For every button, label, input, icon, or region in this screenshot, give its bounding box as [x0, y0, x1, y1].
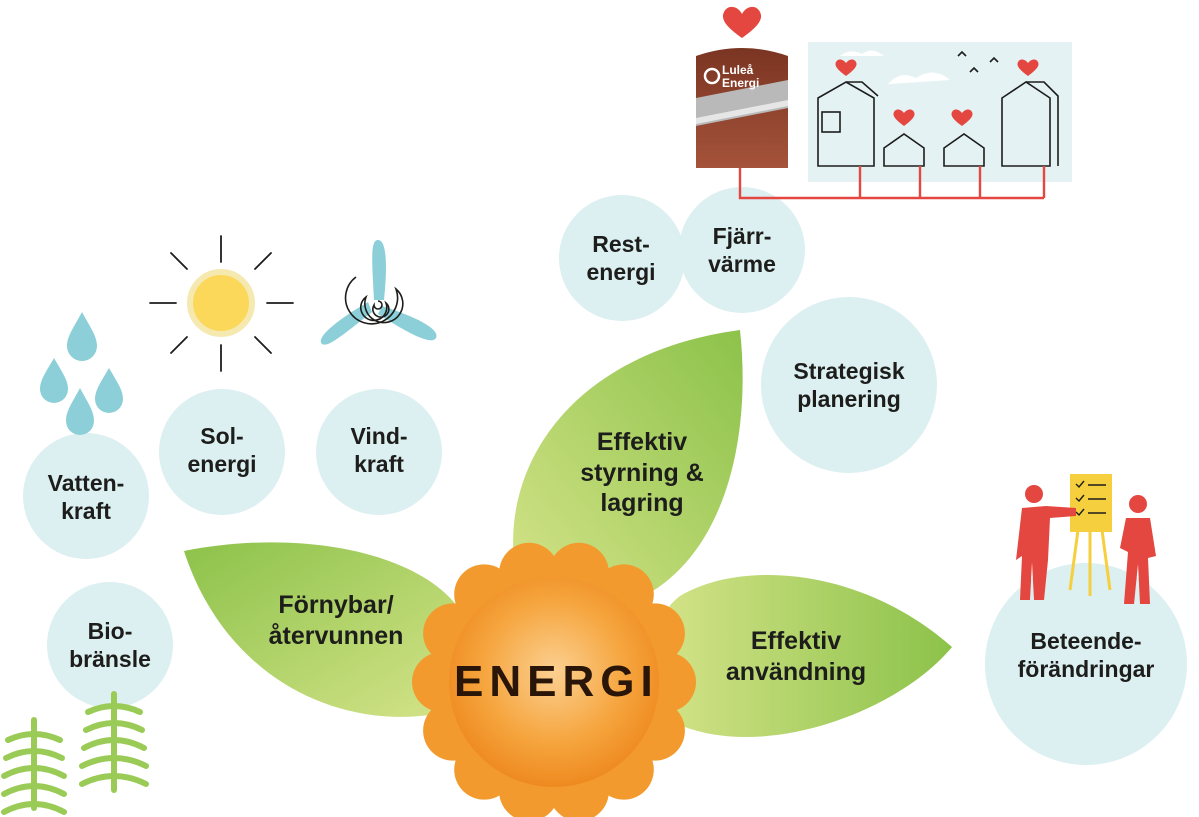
leaf-label-effektiv-anvandning: Effektiv användning	[696, 626, 896, 687]
bubble-label-line: kraft	[354, 451, 404, 478]
leaf-label-line: Effektiv	[750, 627, 842, 655]
bubble-label-vindkraft: Vind- kraft	[319, 422, 439, 478]
bubble-label-line: Strategisk	[793, 358, 905, 384]
bubble-label-line: Sol-	[200, 423, 244, 449]
presentation-people-icon	[1016, 474, 1156, 604]
bubble-vattenkraft	[23, 433, 149, 559]
leaf-label-line: användning	[725, 657, 867, 686]
leaf-label-line: Effektiv	[596, 428, 688, 456]
plant-logo-text: Luleå Energi	[722, 64, 759, 89]
leaf-label-line: återvunnen	[268, 621, 404, 650]
leaf-label-line: lagring	[600, 489, 684, 517]
leaf-effektiv-styrning	[513, 330, 743, 608]
bubble-solenergi	[159, 389, 285, 515]
bubble-label-line: Beteende-	[1030, 628, 1142, 654]
bubble-vindkraft	[316, 389, 442, 515]
leaf-label-effektiv-styrning: Effektiv styrning & lagring	[542, 427, 742, 519]
bubble-label-strategisk: Strategisk planering	[769, 357, 929, 413]
bubble-beteende	[985, 563, 1187, 765]
bubble-label-line: planering	[797, 386, 901, 413]
leaf-fornybar	[184, 542, 473, 717]
luleaenergi-logo-icon	[703, 67, 721, 85]
bubble-restenergi	[559, 195, 685, 321]
power-plant-icon	[696, 48, 788, 168]
bubble-label-biobransle: Bio- bränsle	[50, 617, 170, 673]
bubble-fjarrvarme	[679, 187, 805, 313]
energi-flower	[412, 542, 696, 817]
plant-logo-line: Energi	[722, 75, 760, 90]
leaf-label-fornybar: Förnybar/ återvunnen	[236, 590, 436, 651]
bubble-label-line: kraft	[61, 498, 111, 525]
bubble-label-line: bränsle	[69, 646, 151, 673]
bubble-label-line: värme	[708, 251, 776, 278]
bubble-label-solenergi: Sol- energi	[162, 422, 282, 478]
bubble-label-vattenkraft: Vatten- kraft	[26, 469, 146, 525]
bubble-label-line: Bio-	[87, 618, 133, 644]
bubble-label-line: Vind-	[350, 423, 408, 449]
bubble-label-beteende: Beteende- förändringar	[1006, 627, 1166, 683]
water-drops-icon	[40, 312, 123, 435]
bubble-label-restenergi: Rest- energi	[571, 230, 671, 286]
plant-logo-line: Luleå	[722, 63, 754, 77]
bubble-label-line: energi	[187, 451, 257, 478]
fir-trees-icon	[1, 691, 149, 815]
leaf-effektiv-anvandning	[650, 574, 952, 738]
bubble-label-line: Rest-	[592, 231, 650, 257]
heart-icon	[722, 6, 1039, 126]
bubble-label-line: Fjärr-	[712, 223, 772, 249]
bubble-strategisk	[761, 297, 937, 473]
energi-center-label: ENERGI	[454, 657, 659, 706]
bubble-biobransle	[47, 582, 173, 708]
wind-turbine-icon	[320, 240, 437, 345]
leaf-label-line: Förnybar/	[278, 591, 394, 619]
bubble-label-fjarrvarme: Fjärr- värme	[692, 222, 792, 278]
bubble-label-line: energi	[586, 259, 656, 286]
bubble-label-line: förändringar	[1017, 656, 1155, 683]
bubble-label-line: Vatten-	[47, 470, 125, 496]
leaf-label-line: styrning &	[580, 458, 704, 487]
sun-icon	[149, 235, 294, 372]
